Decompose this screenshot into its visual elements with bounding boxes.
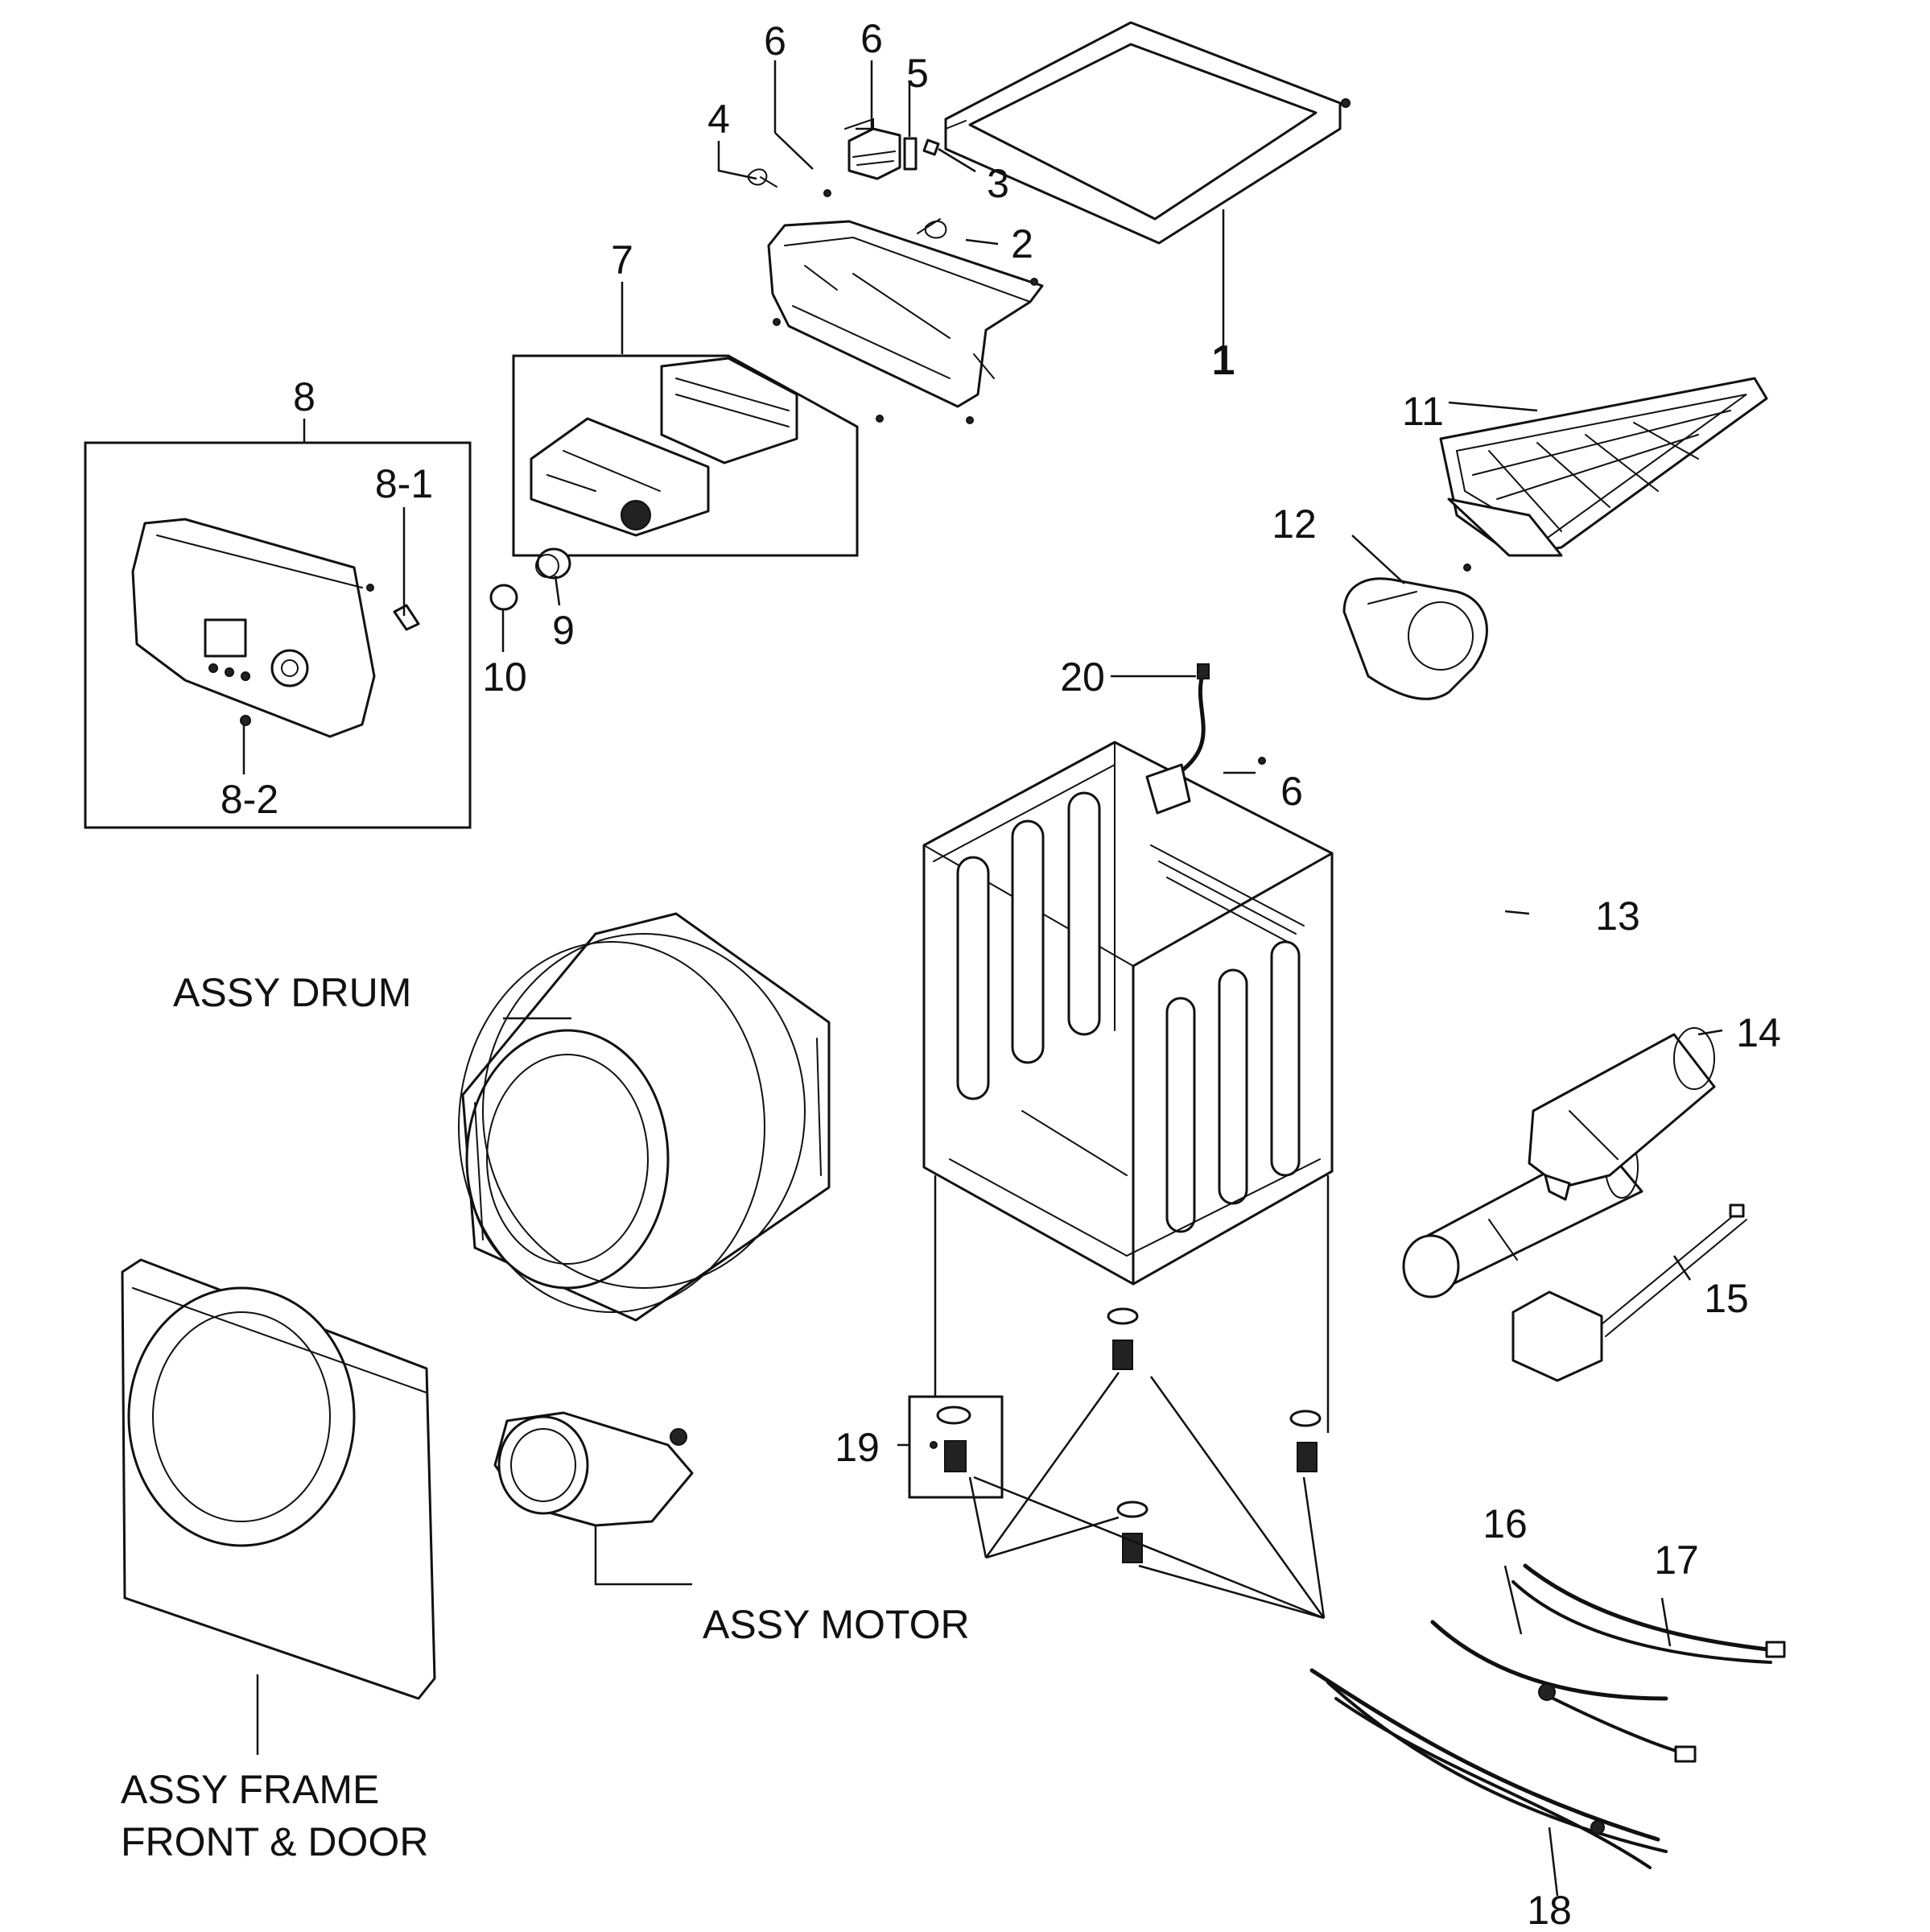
callout-5: 5 bbox=[906, 51, 929, 96]
knob-parts bbox=[489, 547, 571, 611]
callout-16: 16 bbox=[1483, 1501, 1528, 1546]
callout-6-b: 6 bbox=[860, 16, 883, 61]
callout-4: 4 bbox=[707, 97, 730, 142]
heater-part bbox=[1528, 1027, 1716, 1201]
wire-harness-parts bbox=[1309, 1563, 1786, 1869]
callout-8-2: 8-2 bbox=[221, 777, 278, 822]
top-panel-part bbox=[944, 21, 1351, 245]
assy-drum-label: ASSY DRUM bbox=[173, 970, 411, 1015]
callout-15: 15 bbox=[1704, 1276, 1749, 1321]
callout-6-c: 6 bbox=[1280, 769, 1303, 814]
assy-motor-label: ASSY MOTOR bbox=[703, 1602, 970, 1647]
callout-8-1: 8-1 bbox=[375, 461, 433, 506]
leveling-feet-parts bbox=[908, 1307, 1322, 1563]
drum-assembly-part bbox=[458, 912, 831, 1322]
callout-12: 12 bbox=[1272, 502, 1317, 547]
motor-assembly-part bbox=[493, 1411, 694, 1527]
assy-frame-label-line1: ASSY FRAME bbox=[121, 1767, 379, 1812]
cabinet-part bbox=[922, 741, 1334, 1286]
assy-frame-label-line2: FRONT & DOOR bbox=[121, 1819, 428, 1864]
callout-11: 11 bbox=[1402, 389, 1444, 434]
callout-19: 19 bbox=[835, 1425, 880, 1470]
callout-7: 7 bbox=[611, 237, 633, 283]
callout-17: 17 bbox=[1654, 1538, 1699, 1583]
callout-3: 3 bbox=[987, 161, 1009, 206]
callout-2: 2 bbox=[1011, 221, 1033, 266]
callout-10: 10 bbox=[482, 654, 527, 700]
pcb-assembly-part bbox=[512, 354, 884, 557]
callout-9: 9 bbox=[552, 608, 575, 653]
callout-18: 18 bbox=[1527, 1888, 1572, 1932]
lint-filter-part bbox=[1439, 377, 1768, 557]
callout-1: 1 bbox=[1212, 337, 1235, 384]
callout-8: 8 bbox=[293, 374, 315, 419]
callout-13: 13 bbox=[1595, 894, 1640, 939]
gas-valve-part bbox=[1511, 1203, 1747, 1382]
callout-14: 14 bbox=[1736, 1010, 1781, 1055]
control-bracket-part bbox=[767, 189, 1044, 424]
callout-6-a: 6 bbox=[764, 19, 786, 64]
callout-20: 20 bbox=[1060, 654, 1105, 700]
front-frame-door-part bbox=[121, 1258, 436, 1700]
clip-parts bbox=[748, 118, 947, 239]
control-panel-part bbox=[84, 441, 472, 829]
power-cord-part bbox=[1177, 663, 1210, 775]
duct-housing-part bbox=[1342, 564, 1488, 700]
leader-lines bbox=[242, 60, 1723, 1897]
